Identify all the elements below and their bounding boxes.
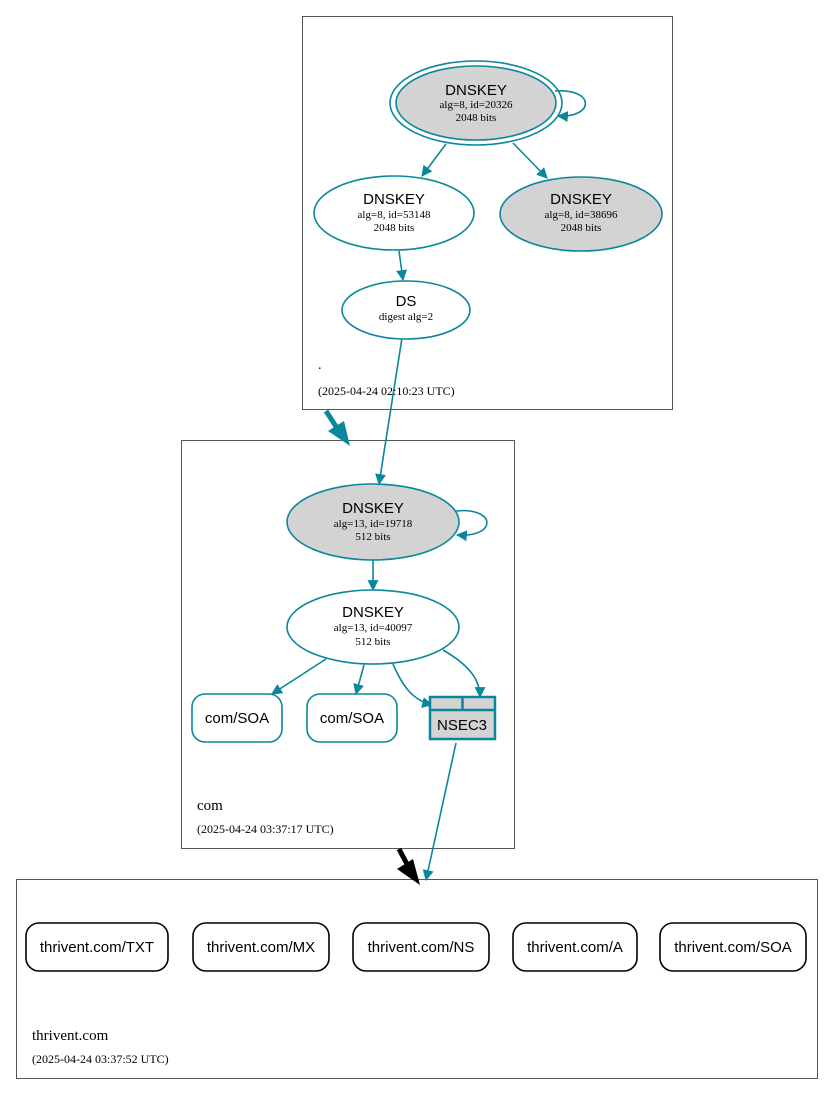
thrivent-mx-node: thrivent.com/MX: [192, 922, 330, 972]
com-zone-name: com: [197, 798, 223, 814]
thrivent-mx-label: thrivent.com/MX: [207, 939, 315, 956]
com-zone-timestamp: (2025-04-24 03:37:17 UTC): [197, 822, 334, 836]
thrivent-a-label: thrivent.com/A: [527, 939, 623, 956]
edge-com-zsk-to-nsec3-a: [392, 663, 434, 708]
root-standby-line2: 2048 bits: [561, 222, 602, 234]
edge-com-zsk-to-nsec3-b: [442, 649, 486, 699]
com-zsk-title: DNSKEY: [342, 604, 404, 621]
edge-com-zsk-to-soa1: [271, 658, 327, 695]
root-zsk-line2: 2048 bits: [374, 222, 415, 234]
edge-root-zsk-to-ds: [396, 250, 408, 282]
delegation-arrow-root-to-com: [323, 409, 350, 446]
root-zsk-line1: alg=8, id=53148: [358, 209, 431, 221]
root-ksk-node: DNSKEY alg=8, id=20326 2048 bits: [389, 60, 563, 146]
edge-ds-to-com-ksk: [375, 337, 403, 486]
thrivent-txt-node: thrivent.com/TXT: [25, 922, 169, 972]
com-soa-label-2: com/SOA: [320, 710, 384, 727]
root-ksk-line2: 2048 bits: [456, 112, 497, 124]
thrivent-ns-node: thrivent.com/NS: [352, 922, 490, 972]
root-zone-timestamp: (2025-04-24 02:10:23 UTC): [318, 384, 455, 398]
delegation-arrow-com-to-thrivent: [396, 847, 420, 885]
com-zsk-line1: alg=13, id=40097: [334, 622, 413, 634]
thrivent-soa-label: thrivent.com/SOA: [674, 939, 792, 956]
edge-root-ksk-to-zsk: [421, 143, 447, 177]
root-ksk-title: DNSKEY: [445, 82, 507, 99]
edge-com-zsk-to-soa2: [353, 664, 365, 696]
thrivent-zone-timestamp: (2025-04-24 03:37:52 UTC): [32, 1052, 169, 1066]
com-ksk-title: DNSKEY: [342, 500, 404, 517]
root-zone-name: .: [318, 358, 322, 373]
thrivent-zone-name: thrivent.com: [32, 1028, 109, 1044]
com-zsk-line2: 512 bits: [355, 636, 390, 648]
com-zsk-node: DNSKEY alg=13, id=40097 512 bits: [286, 589, 460, 665]
root-standby-key-node: DNSKEY alg=8, id=38696 2048 bits: [499, 176, 663, 252]
com-ksk-line2: 512 bits: [355, 531, 390, 543]
root-zsk-node: DNSKEY alg=8, id=53148 2048 bits: [313, 175, 475, 251]
com-nsec3-node: NSEC3: [428, 695, 497, 741]
com-soa-label-1: com/SOA: [205, 710, 269, 727]
edge-nsec3-to-thrivent: [422, 742, 457, 882]
root-ds-node: DS digest alg=2: [341, 280, 471, 340]
com-soa-node-1: com/SOA: [191, 693, 283, 743]
thrivent-ns-label: thrivent.com/NS: [368, 939, 475, 956]
thrivent-txt-label: thrivent.com/TXT: [40, 939, 154, 956]
com-ksk-line1: alg=13, id=19718: [334, 518, 413, 530]
thrivent-soa-node: thrivent.com/SOA: [659, 922, 807, 972]
edge-root-ksk-to-standby: [512, 142, 548, 179]
edge-com-ksk-self: [455, 509, 488, 542]
root-ds-title: DS: [396, 293, 417, 310]
edge-root-ksk-self: [554, 90, 587, 123]
root-standby-line1: alg=8, id=38696: [545, 209, 618, 221]
thrivent-a-node: thrivent.com/A: [512, 922, 638, 972]
root-ksk-line1: alg=8, id=20326: [440, 99, 513, 111]
com-nsec3-label: NSEC3: [437, 717, 487, 734]
root-ds-line1: digest alg=2: [379, 311, 433, 323]
root-zsk-title: DNSKEY: [363, 191, 425, 208]
root-standby-title: DNSKEY: [550, 191, 612, 208]
zone-thrivent-box: [16, 879, 818, 1079]
com-ksk-node: DNSKEY alg=13, id=19718 512 bits: [286, 483, 460, 561]
com-soa-node-2: com/SOA: [306, 693, 398, 743]
